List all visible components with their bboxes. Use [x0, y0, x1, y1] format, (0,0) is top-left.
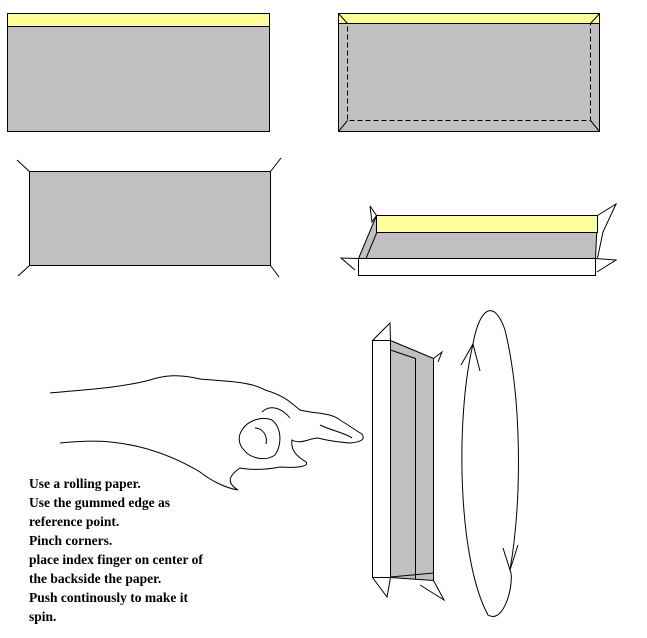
- spin-arrow-icon: [460, 310, 519, 617]
- instruction-line: Pinch corners.: [29, 533, 113, 548]
- step1-flat-paper: [7, 13, 270, 132]
- hand-pointing-icon: [49, 375, 364, 491]
- instruction-line: reference point.: [29, 514, 120, 529]
- instruction-line: spin.: [29, 609, 57, 624]
- step2-fold-lines: [338, 13, 600, 132]
- step3-pinched-corners: [16, 157, 282, 278]
- instructions-list: Use a rolling paper. Use the gummed edge…: [29, 474, 203, 626]
- step5-spinning-paper: [372, 321, 446, 602]
- instruction-line: Use a rolling paper.: [29, 476, 141, 491]
- instruction-line: Push continously to make it: [29, 590, 189, 605]
- step4-folded-tray: [339, 202, 618, 276]
- instruction-line: Use the gummed edge as: [29, 495, 170, 510]
- instruction-line: place index finger on center of: [29, 552, 203, 567]
- instruction-line: the backside the paper.: [29, 571, 162, 586]
